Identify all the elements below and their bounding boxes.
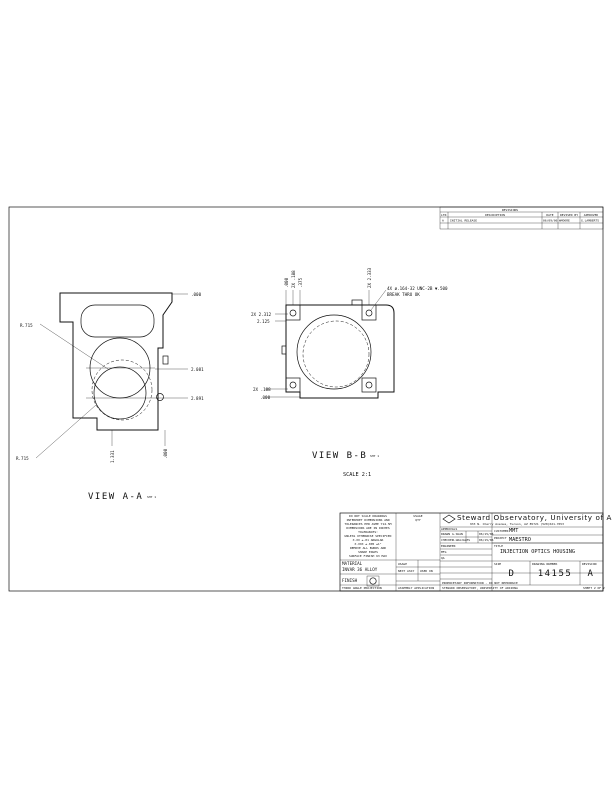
- note-line-0: INTERPRET DIMENSIONS AND: [346, 518, 390, 522]
- rev-row-description: INITIAL RELEASE: [450, 219, 477, 223]
- sheet-border: [8, 206, 604, 592]
- view-aa-drawing: .000 2.081 2.891 R.715 R.715 1.331 .000: [16, 292, 204, 463]
- view-bb-label: VIEW B-B: [312, 451, 367, 461]
- rev-row-revised-by: WMOORE: [559, 219, 570, 223]
- project-label: PROJECT: [494, 536, 507, 540]
- drawn-label: DRAWN: [441, 532, 450, 536]
- note-line-3: TOLERANCES:: [358, 530, 378, 534]
- view-aa-dim-top: .000: [191, 292, 202, 297]
- view-aa-dim-mid1: 2.081: [191, 367, 204, 372]
- drawn-date: 06/15/06: [479, 532, 494, 536]
- view-aa-sheet-ref: SHT 1: [147, 495, 156, 499]
- third-angle-projection-icon: [369, 577, 377, 585]
- title-block: [339, 512, 604, 592]
- view-aa-dim-bottom-left: 1.331: [110, 450, 115, 463]
- approvals-label: APPROVALS: [441, 527, 457, 531]
- qa-label: QA: [441, 556, 445, 560]
- customer-value: MMT: [509, 528, 518, 534]
- customer-label: CUSTOMER: [494, 529, 509, 533]
- view-bb-thread-note-1: 4X ø.164-32 UNC-2B ▼.500: [387, 286, 448, 291]
- sheet-number: SHEET 2 OF 2: [583, 586, 605, 590]
- rev-row-ltr: A: [442, 219, 444, 223]
- checked-label: CHECKED: [441, 538, 454, 542]
- view-aa-radius-lower: R.715: [16, 456, 29, 461]
- next-assy-label: NEXT ASSY: [398, 569, 414, 573]
- drawing-number: 14155: [538, 569, 573, 579]
- project-value: MAESTRO: [509, 537, 531, 543]
- drawing-number-label: DRAWING NUMBER: [532, 562, 557, 566]
- rev-col-date: DATE: [546, 213, 553, 217]
- view-bb-dim-top-3: .375: [298, 277, 303, 288]
- view-bb-dim-top-1: .000: [284, 277, 289, 288]
- rev-col-approved: APPROVED: [584, 213, 599, 217]
- note-line-7: REMOVE ALL BURRS AND: [350, 546, 386, 550]
- material-label: MATERIAL: [342, 561, 363, 566]
- view-bb-dim-left-1: 2X 2.312: [251, 312, 272, 317]
- third-angle-label: THIRD ANGLE PROJECTION: [342, 586, 382, 590]
- view-bb-drawing: .000 2X .188 .375 2X 2.333 4X ø.164-32 U…: [251, 267, 448, 400]
- view-bb-dim-top-2: 2X .188: [291, 270, 296, 288]
- note-line-8: SHARP EDGES: [358, 550, 378, 554]
- view-bb-thread-note-2: BREAK THRU OK: [387, 292, 420, 297]
- company-logo-icon: [442, 514, 456, 524]
- qty-header: QTY: [415, 518, 421, 522]
- revision-value: A: [588, 569, 595, 579]
- rev-col-revised-by: REVISED BY: [560, 213, 578, 217]
- revisions-table: REVISIONS LTR DESCRIPTION DATE REVISED B…: [439, 206, 604, 230]
- company-address: 933 N. Cherry Avenue, Tucson, AZ 85721 (…: [470, 522, 564, 526]
- revisions-header: REVISIONS: [502, 208, 518, 212]
- material-value: INVAR 36 ALLOY: [342, 567, 378, 572]
- scale-label: SCALE 2:1: [343, 472, 371, 478]
- note-line-4: UNLESS OTHERWISE SPECIFIED: [345, 534, 392, 538]
- proprietary-note: PROPRIETARY INFORMATION - DO NOT REPRODU…: [442, 581, 518, 585]
- revision-label: REVISION: [582, 562, 597, 566]
- mfg-label: MFG: [441, 550, 447, 554]
- rev-row-date: 06/09/06: [543, 219, 558, 223]
- note-line-2: DIMENSIONS ARE IN INCHES: [346, 526, 390, 530]
- drawing-title: INJECTION OPTICS HOUSING: [500, 549, 575, 555]
- size-value: D: [509, 569, 516, 579]
- usage-header: USAGE: [413, 514, 422, 518]
- used-on-label: USED ON: [420, 569, 433, 573]
- view-aa-dim-mid2: 2.891: [191, 396, 204, 401]
- note-line-1: TOLERANCES PER ASME Y14.5M: [345, 522, 392, 526]
- title-label: TITLE: [494, 544, 503, 548]
- assembly-application-label: ASSEMBLY APPLICATION: [398, 586, 434, 590]
- company-name: Steward Observatory, University of Arizo…: [457, 513, 612, 522]
- engineer-label: ENGINEER: [441, 544, 456, 548]
- checked-by: J.GRAJALES: [452, 538, 470, 542]
- view-bb-dim-left-3: 2X .188: [253, 387, 271, 392]
- rev-col-description: DESCRIPTION: [485, 213, 505, 217]
- view-aa-dim-bottom-right: .000: [163, 448, 168, 459]
- footer-note: STEWARD OBSERVATORY, UNIVERSITY OF ARIZO…: [442, 586, 518, 590]
- notes-title: DO NOT SCALE DRAWINGS: [349, 514, 387, 518]
- rev-row-approved: G.LAMBERTS: [581, 219, 599, 223]
- view-bb-dim-left-4: .000: [260, 395, 271, 400]
- note-line-5: X.XX ±.01 ANGULAR: [353, 538, 384, 542]
- note-line-6: X.XXX ±.005 ±1°: [354, 542, 381, 546]
- drawn-by: G.SUAN: [452, 532, 463, 536]
- view-bb-dim-left-2: 2.125: [257, 319, 270, 324]
- usage-label: USAGE: [398, 562, 407, 566]
- checked-date: 06/15/06: [479, 538, 494, 542]
- note-line-9: SURFACE FINISH 63 MAX: [349, 554, 387, 558]
- view-aa-radius-upper: R.715: [20, 323, 33, 328]
- finish-label: FINISH: [342, 578, 358, 583]
- view-bb-dim-top-4: 2X 2.333: [367, 267, 372, 288]
- size-label: SIZE: [494, 562, 501, 566]
- view-aa-label: VIEW A-A: [88, 492, 143, 502]
- view-bb-sheet-ref: SHT 1: [370, 454, 379, 458]
- rev-col-ltr: LTR: [441, 213, 447, 217]
